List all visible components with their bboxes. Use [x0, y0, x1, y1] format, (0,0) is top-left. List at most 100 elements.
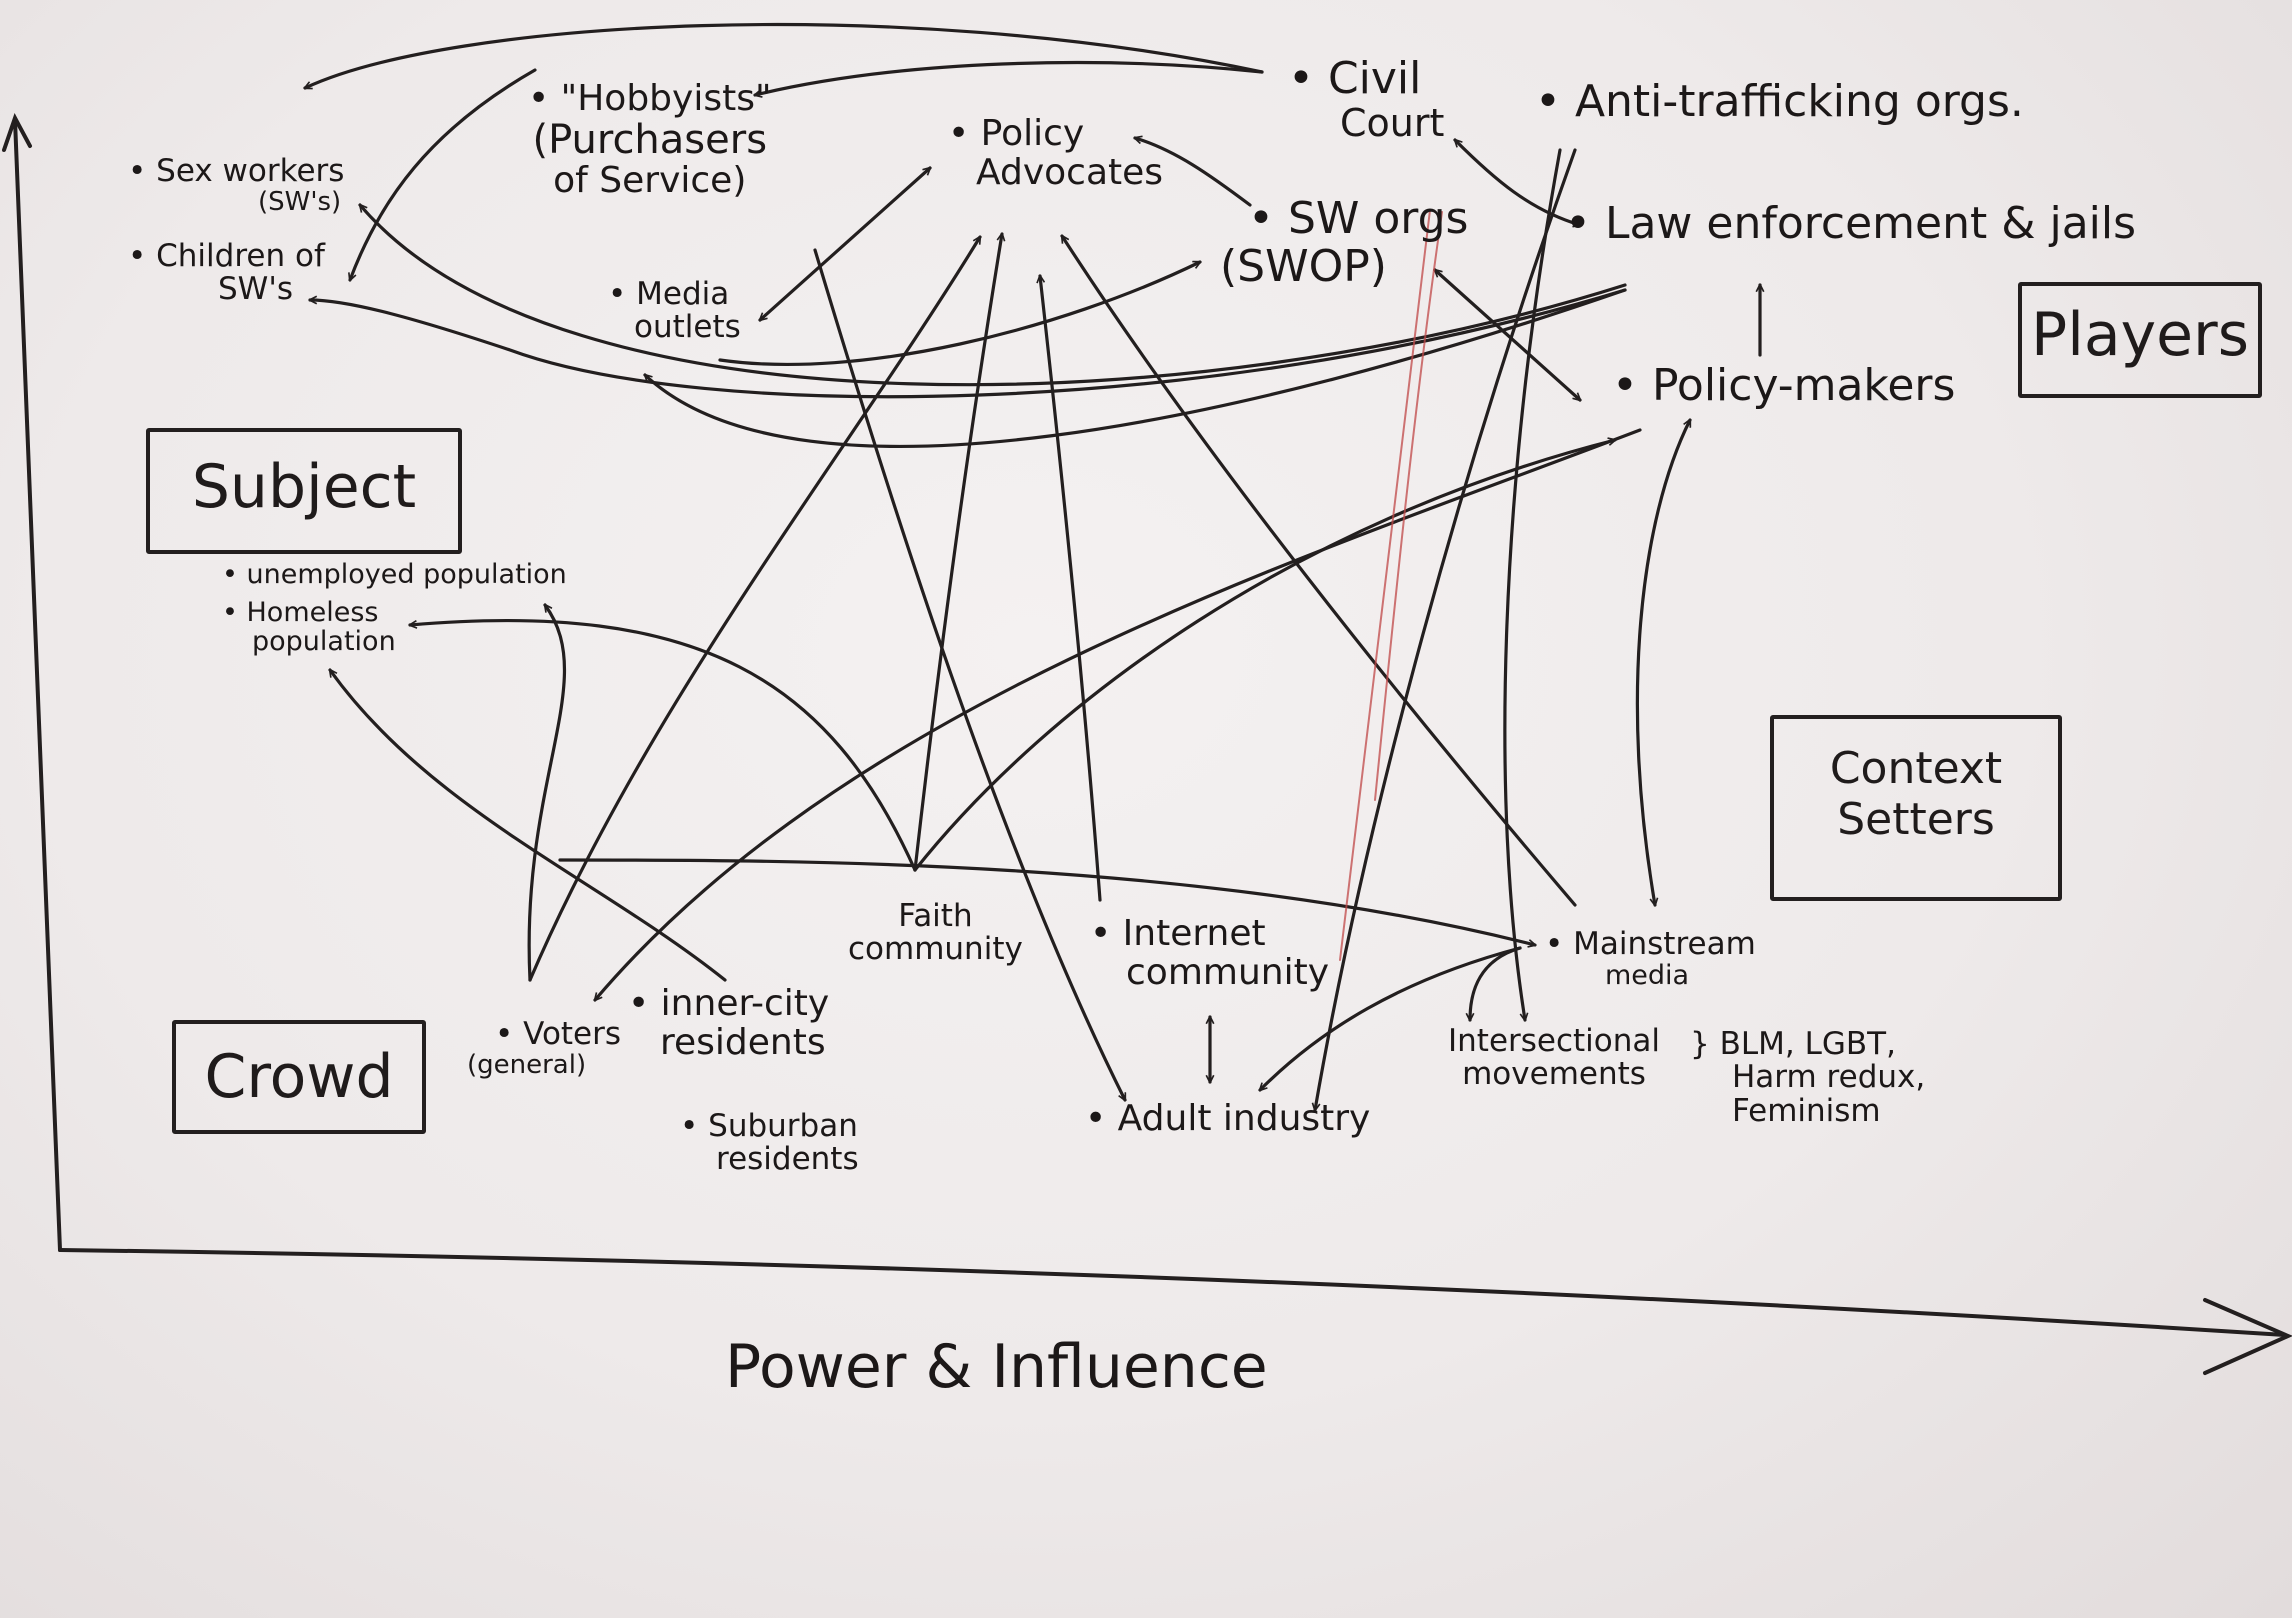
- voters-line-1: • Voters: [495, 1016, 622, 1052]
- node-intersectional-movements: Intersectional movements: [1448, 1023, 1661, 1093]
- y-axis-arrowhead: [2, 113, 32, 152]
- red-marker-strokes: [1339, 209, 1443, 961]
- node-voters: • Voters (general): [467, 1016, 622, 1080]
- node-civil-court: • Civil Court: [1288, 55, 1444, 144]
- arrow-law-enforcement-to-sex-workers: [360, 205, 1627, 387]
- arrow-mainstream-media-to-policy-makers: [1635, 420, 1692, 905]
- arrow-media-outlets-to-swop: [718, 260, 1200, 366]
- mainstream-media-line-2: media: [1605, 960, 1690, 992]
- children-line-2: SW's: [218, 271, 294, 308]
- node-sw-orgs: • SW orgs (SWOP): [1220, 193, 1469, 290]
- arrow-anti-trafficking-to-intersectional: [1503, 148, 1562, 1020]
- arrow-mainstream-media-to-adult-industry: [1260, 946, 1522, 1090]
- civil-court-line-1: • Civil: [1288, 53, 1422, 104]
- x-axis-arrowhead: [2203, 1298, 2292, 1375]
- media-outlets-line-1: • Media: [608, 276, 730, 312]
- subject-box: Subject: [146, 428, 462, 554]
- crowd-label: Crowd: [204, 1042, 394, 1112]
- mainstream-media-line-1: • Mainstream: [1545, 926, 1756, 962]
- x-axis-line: [58, 1248, 2287, 1337]
- intersectional-line-2: movements: [1462, 1056, 1646, 1093]
- context-setters-box: Context Setters: [1770, 715, 2062, 901]
- players-label: Players: [2031, 300, 2249, 370]
- node-hobbyists: • "Hobbyists" (Purchasers of Service): [528, 78, 772, 202]
- arrow-internet-to-policy-advocates: [1040, 276, 1102, 902]
- hobbyists-line-2: (Purchasers: [532, 116, 768, 163]
- examples-line-3: Feminism: [1732, 1092, 1881, 1129]
- node-children-of-sws: • Children of SW's: [128, 238, 325, 308]
- homeless-line-1: • Homeless: [222, 597, 379, 628]
- arrow-inner-city-to-homeless: [328, 670, 727, 982]
- node-internet-community: • Internet community: [1090, 913, 1330, 993]
- arrow-faith-to-mainstream-media: [558, 858, 1535, 945]
- arrow-mainstream-media-to-intersectional: [1470, 946, 1522, 1022]
- inner-city-line-2: residents: [660, 1021, 826, 1063]
- node-law-enforcement: • Law enforcement & jails: [1565, 198, 2137, 249]
- arrow-hobbyists-to-adult-industry: [813, 248, 1127, 1100]
- arrow-faith-to-policy-makers: [913, 440, 1615, 872]
- arrow-law-enforcement-to-children: [308, 288, 1627, 399]
- examples-line-1: } BLM, LGBT,: [1690, 1026, 1896, 1062]
- arrow-media-outlets-to-policy-advocates: [760, 168, 930, 320]
- faith-line-2: community: [848, 931, 1023, 968]
- arrow-hobbyists-to-children: [350, 68, 537, 280]
- arrow-anti-trafficking-to-adult-industry: [1315, 148, 1577, 1110]
- node-sex-workers: • Sex workers (SW's): [128, 153, 345, 218]
- civil-court-line-2: Court: [1340, 100, 1445, 145]
- context-setters-line-1: Context: [1829, 743, 2003, 794]
- media-outlets-line-2: outlets: [634, 309, 741, 346]
- node-unemployed-population: • unemployed population: [222, 559, 567, 590]
- sex-workers-line-1: • Sex workers: [128, 153, 345, 189]
- sw-orgs-line-2: (SWOP): [1220, 240, 1387, 292]
- sw-orgs-line-1: • SW orgs: [1248, 193, 1469, 244]
- children-line-1: • Children of: [128, 238, 325, 274]
- suburban-line-2: residents: [716, 1141, 859, 1178]
- arrow-voters-to-policy-advocates: [528, 237, 982, 982]
- arrow-law-enforcement-to-media-outlets: [645, 288, 1627, 448]
- arrow-civil-court-to-hobbyists: [755, 60, 1264, 95]
- node-inner-city-residents: • inner-city residents: [628, 983, 830, 1063]
- sex-workers-line-2: (SW's): [258, 187, 342, 218]
- node-homeless-population: • Homeless population: [222, 598, 396, 656]
- arrow-mainstream-media-to-policy-advocates: [1060, 236, 1577, 907]
- node-policy-makers: • Policy-makers: [1612, 360, 1956, 411]
- faith-line-1: Faith: [898, 898, 973, 934]
- node-suburban-residents: • Suburban residents: [680, 1108, 859, 1178]
- node-media-outlets: • Media outlets: [608, 276, 741, 346]
- node-anti-trafficking-orgs: • Anti-trafficking orgs.: [1535, 76, 2024, 127]
- red-stroke-1: [1339, 209, 1431, 961]
- players-box: Players: [2018, 282, 2262, 398]
- arrow-swop-to-policy-advocates: [1135, 138, 1252, 207]
- voters-line-2: (general): [467, 1050, 587, 1081]
- intersectional-line-1: Intersectional: [1448, 1023, 1661, 1059]
- subject-label: Subject: [191, 452, 417, 522]
- hobbyists-line-3: of Service): [553, 160, 747, 202]
- connections: [305, 22, 1760, 1110]
- suburban-line-1: • Suburban: [680, 1108, 858, 1144]
- node-mainstream-media: • Mainstream media: [1545, 926, 1756, 992]
- crowd-box: Crowd: [172, 1020, 426, 1134]
- arrow-faith-to-homeless: [410, 618, 917, 872]
- node-policy-advocates: • Policy Advocates: [948, 113, 1164, 193]
- y-axis-line: [13, 118, 62, 1252]
- arrow-policy-makers-to-voters: [595, 428, 1642, 1000]
- red-stroke-2: [1374, 211, 1443, 801]
- arrow-voters-to-unemployed: [527, 605, 566, 982]
- policy-advocates-line-1: • Policy: [948, 113, 1085, 154]
- arrow-swop-to-policy-makers: [1435, 270, 1580, 400]
- context-setters-line-2: Setters: [1837, 794, 1995, 845]
- inner-city-line-1: • inner-city: [628, 983, 830, 1024]
- policy-advocates-line-2: Advocates: [976, 151, 1164, 193]
- node-adult-industry: • Adult industry: [1085, 1098, 1371, 1139]
- internet-line-2: community: [1126, 951, 1330, 993]
- arrow-civil-court-to-sex-workers: [305, 22, 1264, 90]
- hobbyists-line-1: • "Hobbyists": [528, 78, 772, 119]
- x-axis-label: Power & Influence: [725, 1332, 1268, 1402]
- examples-line-2: Harm redux,: [1732, 1059, 1926, 1096]
- internet-line-1: • Internet: [1090, 913, 1266, 954]
- axes: [2, 113, 2292, 1375]
- arrow-faith-to-policy-advocates: [913, 234, 1002, 872]
- node-intersectional-examples: } BLM, LGBT, Harm redux, Feminism: [1690, 1026, 1926, 1129]
- arrow-civil-court-to-law-enforcement: [1455, 140, 1580, 225]
